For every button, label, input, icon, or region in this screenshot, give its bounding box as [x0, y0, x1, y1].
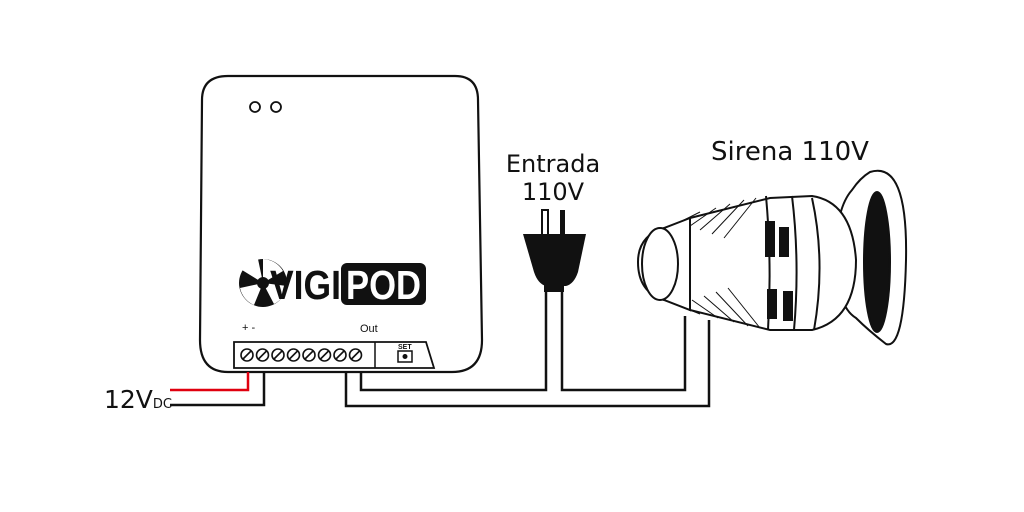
- out-wire-to-siren: [344, 320, 711, 408]
- set-button-dot: [402, 354, 408, 359]
- siren-body: [689, 194, 858, 331]
- power-label-sub: DC: [153, 397, 172, 412]
- terminal-polarity-label: + -: [242, 322, 255, 334]
- logo-text-pod: POD: [346, 262, 421, 308]
- plug-body: [523, 234, 586, 286]
- vigipod-logo: VIGI POD: [239, 259, 426, 308]
- out-label: Out: [360, 323, 378, 335]
- plug-prong-right: [560, 210, 565, 236]
- terminal-screw: [302, 348, 316, 362]
- led-indicator-1: [249, 101, 261, 113]
- terminal-screw: [333, 348, 347, 362]
- plug-icon: Entrada 110V: [506, 150, 600, 292]
- logo-aperture-icon: [239, 259, 287, 307]
- plug-prong-left: [541, 209, 549, 237]
- siren-icon: Sirena 110V: [636, 137, 908, 346]
- power-supply-label: 12VDC: [104, 385, 172, 414]
- vigipod-device: VIGI POD + - Out SET: [198, 74, 484, 374]
- power-label-main: 12V: [104, 385, 153, 414]
- terminal-screw: [348, 348, 363, 362]
- terminal-screw: [317, 348, 332, 362]
- power-negative-wire: [170, 372, 266, 407]
- logo-text-vigi: VIGI: [270, 262, 341, 308]
- terminal-screw: [286, 348, 301, 362]
- terminal-screw: [255, 348, 270, 362]
- wiring: [170, 290, 711, 408]
- led-indicator-2: [270, 101, 282, 113]
- out-wire-to-plug: [359, 290, 548, 392]
- set-label: SET: [398, 344, 412, 351]
- siren-horn-opening: [863, 191, 891, 333]
- plug-wire-to-siren: [560, 290, 687, 392]
- siren-label: Sirena 110V: [711, 137, 869, 167]
- plug-label-line1: Entrada: [506, 150, 600, 178]
- siren-cone-tip: [641, 227, 679, 301]
- terminal-screw: [240, 348, 254, 362]
- terminal-screws: [240, 348, 363, 362]
- power-positive-wire: [170, 372, 250, 392]
- terminal-block: SET: [233, 341, 436, 369]
- plug-label-line2: 110V: [522, 178, 585, 206]
- terminal-screw: [271, 348, 285, 362]
- logo-pod-box: [341, 263, 426, 305]
- svg-text:12VDC: 12VDC: [104, 385, 172, 414]
